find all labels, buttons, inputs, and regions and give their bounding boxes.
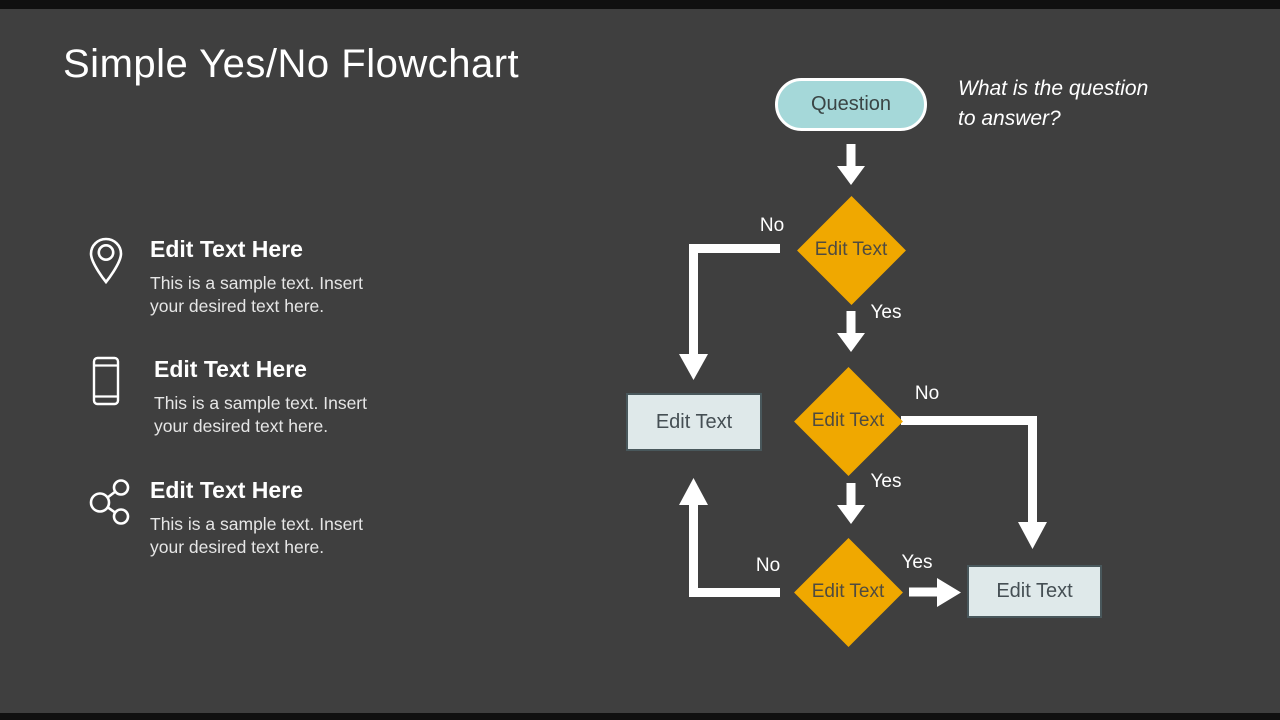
list-item-heading[interactable]: Edit Text Here	[150, 477, 303, 503]
share-icon	[88, 477, 150, 559]
decision-node-2[interactable]: Edit Text	[793, 366, 903, 476]
arrow-decision2-no-elbow	[901, 416, 1047, 549]
bottom-letterbox-bar	[0, 713, 1280, 720]
list-item-heading[interactable]: Edit Text Here	[154, 356, 307, 382]
arrow-start-to-decision1	[837, 144, 865, 185]
decision-label: Edit Text	[811, 410, 885, 431]
arrow-decision2-yes	[837, 483, 865, 524]
list-item-text: Edit Text Here This is a sample text. In…	[150, 477, 363, 559]
page-title: Simple Yes/No Flowchart	[63, 42, 520, 86]
result-label: Edit Text	[996, 580, 1073, 602]
location-pin-icon	[88, 236, 150, 318]
list-item-text: Edit Text Here This is a sample text. In…	[150, 236, 363, 318]
branch-label-no: No	[755, 555, 781, 576]
list-item-body[interactable]: This is a sample text. Insert your desir…	[154, 393, 367, 436]
decision-node-1[interactable]: Edit Text	[796, 195, 906, 305]
list-item-body[interactable]: This is a sample text. Insert your desir…	[150, 273, 363, 316]
list-item: Edit Text Here This is a sample text. In…	[88, 356, 418, 438]
list-item-heading[interactable]: Edit Text Here	[150, 236, 303, 262]
decision-label: Edit Text	[811, 581, 885, 602]
flow-start-node[interactable]: Question	[775, 78, 927, 131]
branch-label-yes: Yes	[901, 552, 933, 573]
decision-label: Edit Text	[814, 239, 888, 260]
top-letterbox-bar	[0, 0, 1280, 9]
arrow-decision3-no-elbow	[679, 478, 780, 597]
decision-node-3[interactable]: Edit Text	[793, 537, 903, 647]
branch-label-yes: Yes	[870, 471, 902, 492]
list-item: Edit Text Here This is a sample text. In…	[88, 477, 418, 559]
result-node-left[interactable]: Edit Text	[626, 393, 762, 451]
arrow-decision3-yes	[909, 578, 961, 607]
result-node-right[interactable]: Edit Text	[967, 565, 1102, 618]
arrow-decision1-yes	[837, 311, 865, 352]
list-item-text: Edit Text Here This is a sample text. In…	[154, 356, 367, 438]
flow-annotation: What is the question to answer?	[958, 77, 1149, 130]
branch-label-yes: Yes	[870, 302, 902, 323]
arrow-decision1-no-elbow	[679, 244, 780, 380]
smartphone-icon	[88, 356, 154, 438]
list-item-body[interactable]: This is a sample text. Insert your desir…	[150, 514, 363, 557]
list-item: Edit Text Here This is a sample text. In…	[88, 236, 418, 318]
branch-label-no: No	[759, 215, 785, 236]
result-label: Edit Text	[655, 410, 733, 433]
branch-label-no: No	[914, 383, 940, 404]
flow-start-label: Question	[810, 93, 892, 115]
